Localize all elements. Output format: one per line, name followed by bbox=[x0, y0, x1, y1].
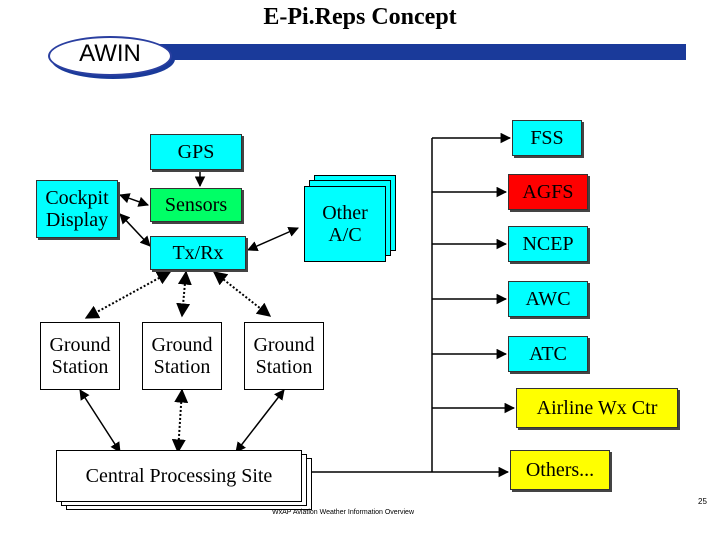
tx-rx-node: Tx/Rx bbox=[150, 236, 246, 270]
txrx-ground2-link bbox=[176, 270, 192, 318]
ground2-cps-link bbox=[171, 388, 189, 454]
ground1-cps-link bbox=[79, 389, 121, 453]
txrx-ground1-link bbox=[84, 271, 172, 319]
dest-others: Others... bbox=[510, 450, 610, 490]
page-number: 25 bbox=[698, 497, 707, 506]
dest-agfs: AGFS bbox=[508, 174, 588, 210]
dest-airline-wx-ctr: Airline Wx Ctr bbox=[516, 388, 678, 428]
cockpit-txrx-link bbox=[119, 213, 151, 247]
central-processing-site-node: Central Processing Site bbox=[56, 450, 302, 502]
awin-badge-oval bbox=[48, 36, 172, 76]
banner-bar bbox=[150, 44, 686, 60]
footer-caption: WxAP Aviation Weather Information Overvi… bbox=[272, 509, 415, 516]
ground-station-3: Ground Station bbox=[244, 322, 324, 390]
cockpit-display-node: Cockpit Display bbox=[36, 180, 118, 238]
cockpit-sensors-link bbox=[119, 193, 149, 207]
other-ac-node: Other A/C bbox=[304, 186, 386, 262]
sensors-node: Sensors bbox=[150, 188, 242, 222]
dest-atc: ATC bbox=[508, 336, 588, 372]
dest-fss: FSS bbox=[512, 120, 582, 156]
dest-awc: AWC bbox=[508, 281, 588, 317]
txrx-ground3-link bbox=[212, 271, 272, 317]
txrx-otherac-link bbox=[247, 227, 299, 251]
ground-station-1: Ground Station bbox=[40, 322, 120, 390]
gps-node: GPS bbox=[150, 134, 242, 170]
ground-station-2: Ground Station bbox=[142, 322, 222, 390]
ground3-cps-link bbox=[235, 389, 285, 453]
page-title: E-Pi.Reps Concept bbox=[263, 4, 457, 30]
dest-ncep: NCEP bbox=[508, 226, 588, 262]
awin-badge-label: AWIN bbox=[79, 40, 141, 67]
